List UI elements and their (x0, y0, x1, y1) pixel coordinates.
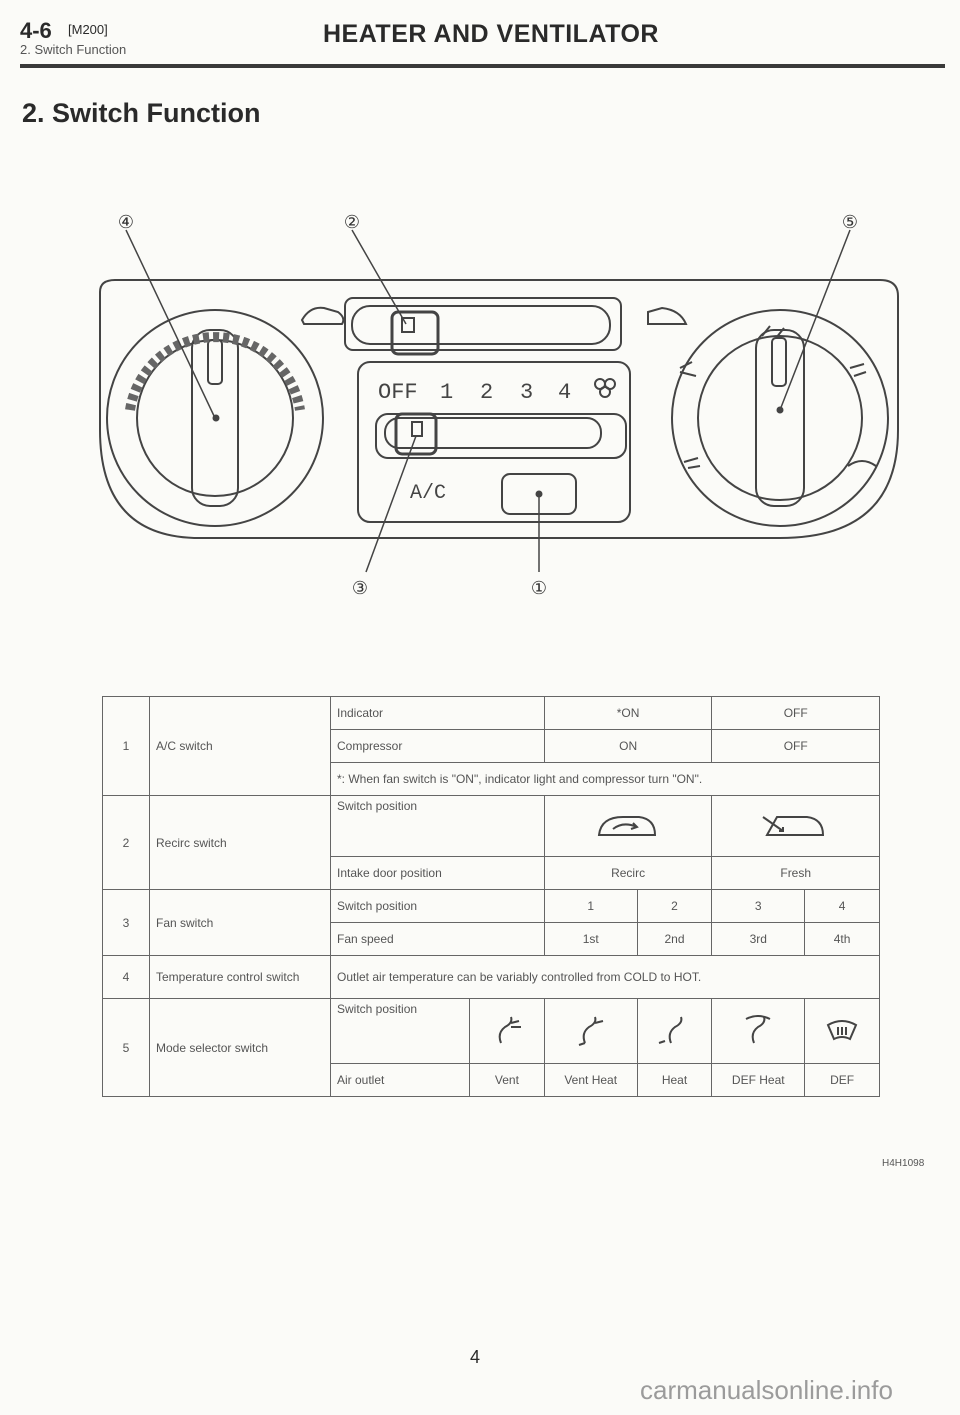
vent-icon (498, 1016, 521, 1044)
panel-outline (99, 279, 899, 539)
fan-speed: 3rd (711, 922, 806, 956)
temperature-control-knob[interactable] (106, 309, 324, 527)
mode-icon-cell (804, 998, 880, 1064)
fan-scale-2: 2 (480, 380, 493, 405)
temperature-description: Outlet air temperature can be variably c… (330, 955, 880, 999)
bilevel-mode-icon (683, 457, 701, 469)
figure-id: H4H1098 (882, 1158, 925, 1169)
page-title: 2. Switch Function (22, 98, 261, 128)
mode-icon-cell (711, 998, 806, 1064)
switch-name: Mode selector switch (149, 998, 331, 1097)
intake-fresh: Fresh (711, 856, 880, 890)
indicator-on: *ON (543, 696, 713, 730)
table-row: Intake door position Recirc Fresh (103, 856, 880, 890)
recirc-switch[interactable] (344, 297, 622, 356)
fan-position: 4 (804, 889, 880, 923)
table-row: Air outlet Vent Vent Heat Heat DEF Heat … (103, 1063, 880, 1097)
table-row: 2 Recirc switch Switch position (102, 795, 880, 890)
fan-scale-4: 4 (558, 380, 571, 405)
section-number: 4-6 (20, 18, 52, 43)
indicator-off: OFF (711, 696, 880, 730)
table-row: 1 A/C switch Indicator *ON OFF (102, 696, 880, 796)
watermark: carmanualsonline.info (640, 1375, 893, 1405)
air-outlet: DEF Heat (711, 1063, 806, 1097)
row-number: 4 (102, 955, 150, 999)
row-number: 3 (102, 889, 150, 956)
air-outlet: Vent Heat (543, 1063, 638, 1097)
air-outlet: Vent (469, 1063, 545, 1097)
fan-switch[interactable] (394, 412, 438, 456)
switch-name: A/C switch (149, 696, 331, 796)
switch-position-label: Switch position (330, 889, 545, 923)
switch-position-label: Switch position (330, 998, 470, 1064)
intake-label: Intake door position (330, 856, 545, 890)
air-outlet: DEF (804, 1063, 880, 1097)
compressor-off: OFF (711, 729, 880, 763)
defrost-icon (826, 1020, 858, 1041)
switch-name: Fan switch (149, 889, 331, 956)
table-row: Fan speed 1st 2nd 3rd 4th (103, 922, 880, 956)
fan-position: 2 (636, 889, 713, 923)
header-rule (20, 64, 945, 68)
recirc-position-icon (543, 795, 713, 857)
page-number: 4 (470, 1347, 481, 1367)
vent-mode-icon (679, 361, 697, 377)
callout-5: ⑤ (842, 212, 858, 233)
mode-selector-knob[interactable] (671, 309, 889, 527)
fresh-air-icon (647, 306, 688, 325)
switch-function-table: 1 A/C switch Indicator *ON OFF Compresso… (102, 696, 880, 1097)
control-panel-diagram: ④ ② ⑤ ③ ① OFF 1 2 3 4 A/C (99, 212, 899, 599)
chapter-title: HEATER AND VENTILATOR (323, 20, 659, 48)
row-number: 5 (102, 998, 150, 1097)
fan-position: 3 (711, 889, 806, 923)
fan-position: 1 (543, 889, 638, 923)
recirc-icon (597, 816, 657, 836)
heat-icon (658, 1016, 682, 1044)
model-code: [M200] (68, 22, 108, 37)
fan-scale-off: OFF (378, 380, 418, 405)
table-row: *: When fan switch is "ON", indicator li… (103, 762, 880, 796)
fan-speed: 2nd (636, 922, 713, 956)
compressor-on: ON (543, 729, 713, 763)
fan-switch-box (357, 361, 631, 523)
ac-note: *: When fan switch is "ON", indicator li… (330, 762, 880, 796)
def-heat-mode-icon (849, 363, 867, 377)
mode-icon-cell (543, 998, 638, 1064)
callout-4: ④ (118, 212, 134, 233)
row-number: 1 (102, 696, 150, 796)
intake-recirc: Recirc (543, 856, 713, 890)
bilevel-icon (578, 1016, 603, 1046)
heat-mode-icon (761, 325, 785, 339)
fan-icon (594, 378, 616, 398)
row-number: 2 (102, 795, 150, 890)
ac-label: A/C (410, 482, 446, 505)
fresh-position-icon (711, 795, 880, 857)
callout-3: ③ (352, 578, 368, 599)
table-row: 5 Mode selector switch Switch position (102, 998, 880, 1097)
table-row: 3 Fan switch Switch position 1 2 3 4 (102, 889, 880, 956)
callout-1: ① (531, 578, 547, 599)
callout-2: ② (344, 212, 360, 233)
table-row: Compressor ON OFF (103, 729, 880, 763)
fan-speed-label: Fan speed (330, 922, 545, 956)
air-outlet-label: Air outlet (330, 1063, 470, 1097)
air-outlet: Heat (636, 1063, 713, 1097)
fan-speed: 1st (543, 922, 638, 956)
def-heat-icon (745, 1015, 771, 1044)
switch-name: Temperature control switch (149, 955, 331, 999)
fan-scale-1: 1 (440, 380, 453, 405)
subsection-label: 2. Switch Function (20, 42, 127, 57)
fresh-air-icon (762, 816, 824, 836)
defrost-mode-icon (847, 460, 877, 467)
switch-name: Recirc switch (149, 795, 331, 890)
mode-icon-cell (636, 998, 713, 1064)
recirc-icon (300, 306, 345, 325)
mode-icon-cell (469, 998, 545, 1064)
fan-speed: 4th (804, 922, 880, 956)
table-row: 4 Temperature control switch Outlet air … (102, 955, 880, 999)
indicator-label: Indicator (330, 696, 545, 730)
fan-scale-3: 3 (520, 380, 533, 405)
switch-position-label: Switch position (330, 795, 545, 857)
compressor-label: Compressor (330, 729, 545, 763)
